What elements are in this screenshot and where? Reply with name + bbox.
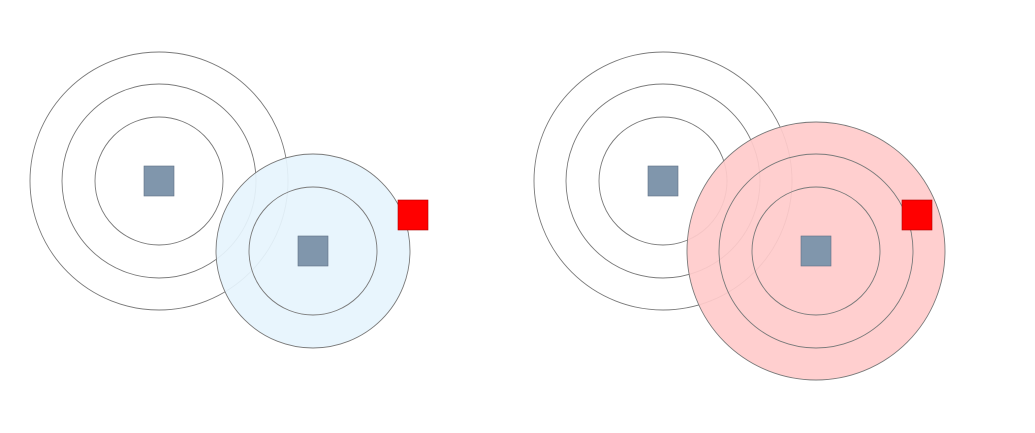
right-active-ring-inner [751,186,881,316]
right-target-node [901,199,933,231]
right-reference-node [647,165,679,197]
left-active-ring-inner [248,186,378,316]
right-active-ring-middle [718,153,914,349]
right-active-node [800,235,832,267]
left-active-node [297,235,329,267]
right-panel [533,51,946,381]
left-reference-node [143,165,175,197]
left-target-node [397,199,429,231]
left-reference-ring-inner [94,116,224,246]
left-panel [29,51,429,349]
